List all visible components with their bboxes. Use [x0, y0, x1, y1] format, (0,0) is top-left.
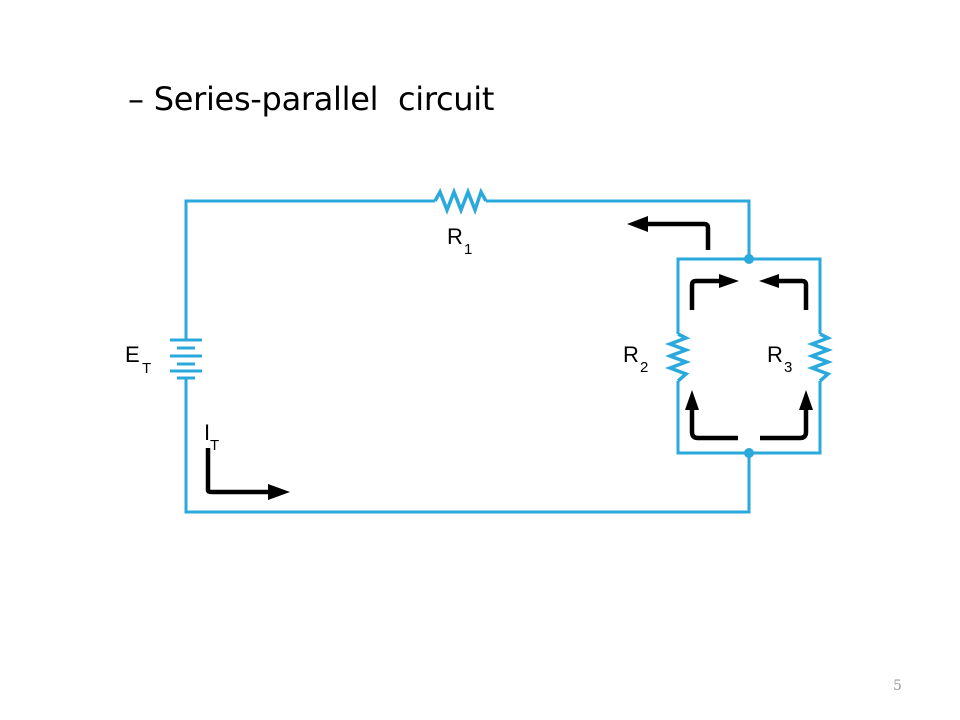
label-r2-sub: 2	[640, 359, 648, 376]
current-arrow-return-top	[627, 216, 711, 250]
current-arrow-total	[205, 448, 290, 500]
circuit-wires	[184, 199, 822, 514]
bullet-dash: –	[128, 80, 144, 118]
junction-node-top	[744, 254, 754, 264]
label-r1-sub: 1	[464, 241, 472, 258]
resistor-r1	[433, 187, 488, 216]
wire-top-right	[486, 199, 751, 259]
battery-symbol	[170, 338, 202, 380]
label-r2-main: R	[623, 342, 639, 367]
resistor-r2	[665, 332, 691, 383]
label-current-sub: T	[210, 437, 219, 454]
wire-bottom	[184, 378, 751, 514]
current-arrow-r2-bottom	[685, 390, 738, 441]
wire-parallel-bottom	[676, 381, 822, 455]
page-number: 5	[893, 678, 902, 694]
resistor-r3	[807, 332, 833, 383]
label-source-main: E	[125, 342, 140, 367]
junction-node-bottom	[744, 448, 754, 458]
label-r3-main: R	[767, 342, 783, 367]
label-current-main: I	[204, 420, 210, 445]
bullet-text: Series-parallel circuit	[153, 80, 495, 118]
current-arrow-r3-top	[759, 274, 809, 310]
wire-top-left	[184, 199, 435, 340]
current-arrow-r2-top	[689, 274, 739, 310]
current-arrow-r3-bottom	[760, 390, 813, 441]
label-r3-sub: 3	[784, 359, 792, 376]
bullet-text-line: –Series-parallel circuit	[128, 80, 494, 118]
wire-parallel-top	[676, 257, 822, 334]
label-r1-main: R	[447, 224, 463, 249]
label-source-sub: T	[142, 360, 151, 377]
